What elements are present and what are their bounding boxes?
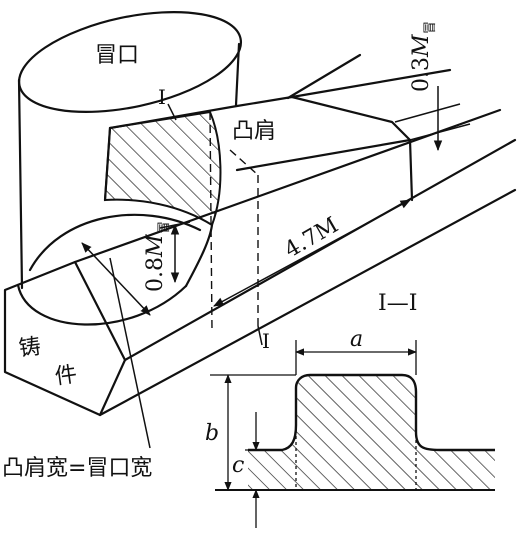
section-mark-tick-bottom (257, 325, 263, 346)
dim-0.3M-label: 0.3M 冒 (409, 21, 438, 92)
dim-a-label: a (350, 327, 363, 352)
dim-0.8M-subscript: 冒 (157, 221, 172, 234)
dim-c-label: c (232, 453, 244, 478)
pad-label: 凸肩 (232, 119, 276, 144)
dim-0.8M-symbol: M (143, 234, 168, 258)
casting-end-face (3, 260, 127, 417)
section-mark-bottom: I (262, 329, 270, 353)
dim-0.8M-coef: 0.8 (143, 257, 168, 292)
dashed-vertical-1 (209, 111, 213, 331)
casting-label-2: 件 (53, 362, 78, 390)
section-hatch-area (248, 375, 495, 490)
dim-0.8M-ext (159, 221, 191, 229)
svg-text:0.8M: 0.8M (143, 234, 168, 292)
section-mark-top: I (158, 85, 166, 109)
dim-4.7M-line (213, 199, 411, 307)
riser-bottom-arc (16, 283, 188, 326)
dim-0.3M-subscript: 冒 (423, 21, 438, 34)
dim-0.8M-label: 0.8M 冒 (143, 221, 172, 292)
riser-right-side (234, 42, 241, 107)
pad-width-arrow (81, 242, 151, 316)
section-outline (248, 373, 495, 452)
pad-end-face (408, 138, 414, 202)
section-mark-leader-top (167, 103, 177, 121)
equality-leader (109, 257, 151, 449)
casting-label-1: 铸 (17, 334, 42, 362)
pad-top-line (286, 53, 362, 100)
pad-base-inner (184, 223, 214, 288)
dim-b-label: b (205, 421, 219, 446)
dim-0.3M-symbol: M (409, 34, 434, 58)
section-title: I—I (378, 291, 417, 316)
dim-0.3M-ext-bottom (409, 123, 471, 141)
pad-base-arc (28, 213, 202, 272)
svg-text:0.3M: 0.3M (409, 34, 434, 92)
riser-left-side (17, 78, 24, 290)
riser-label: 冒口 (95, 43, 139, 68)
pad-front-edge (235, 138, 412, 172)
pad-hatched-section (103, 110, 222, 227)
dim-0.3M-coef: 0.3 (409, 57, 434, 92)
dim-0.3M-ext-top (394, 103, 461, 123)
dashed-diagonal (229, 149, 259, 176)
equality-label: 凸肩宽=冒口宽 (2, 456, 152, 481)
pad-top-back (290, 68, 452, 99)
section-detail (210, 340, 495, 528)
